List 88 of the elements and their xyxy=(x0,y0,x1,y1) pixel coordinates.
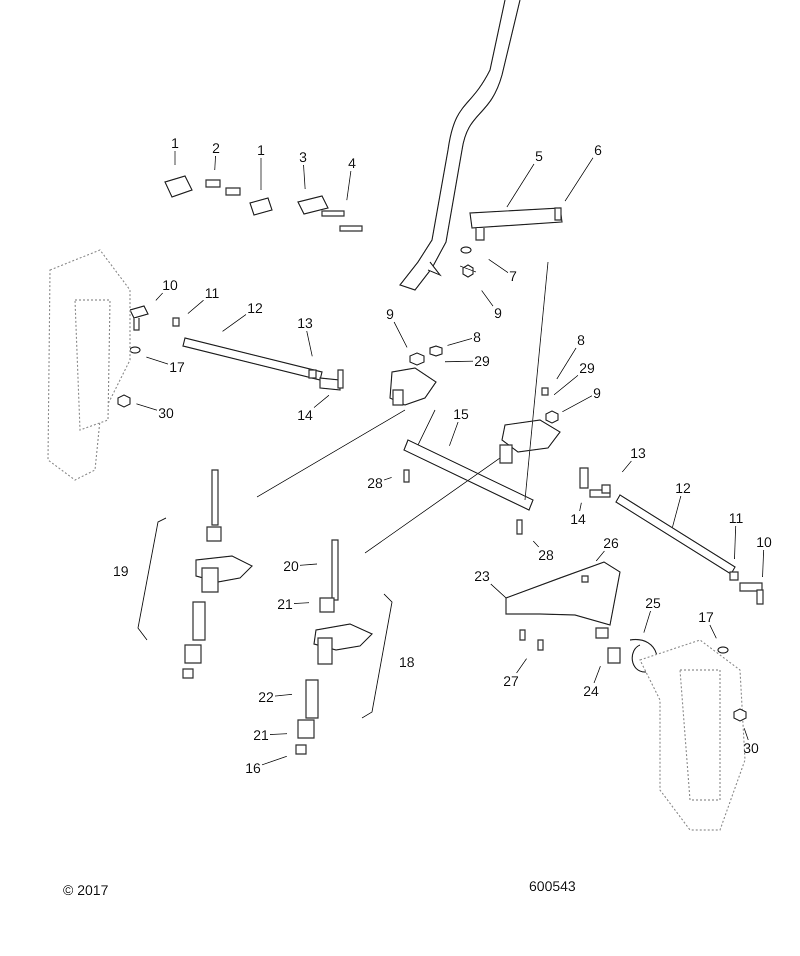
callout-number: 1 xyxy=(170,135,180,151)
leader-line xyxy=(294,602,310,604)
callout-number: 2 xyxy=(211,140,221,156)
leader-line xyxy=(174,150,176,166)
callout-number: 26 xyxy=(602,535,620,551)
leader-line xyxy=(214,156,216,170)
callout-number: 29 xyxy=(578,360,596,376)
callout-number: 24 xyxy=(582,683,600,699)
callout-number: 3 xyxy=(298,149,308,165)
callout-number: 17 xyxy=(697,609,715,625)
callout-number: 9 xyxy=(592,385,602,401)
diagram-number: 600543 xyxy=(529,878,576,894)
callout-number: 11 xyxy=(728,510,744,526)
leader-line xyxy=(564,157,594,202)
callout-number: 30 xyxy=(157,405,175,421)
leader-line xyxy=(579,502,582,512)
callout-number: 27 xyxy=(502,673,520,689)
callout-number: 12 xyxy=(674,480,692,496)
leader-line xyxy=(270,733,288,735)
leader-line xyxy=(187,300,204,314)
leader-line xyxy=(303,164,306,190)
callout-number: 20 xyxy=(282,558,300,574)
leader-line xyxy=(155,292,164,301)
leader-line xyxy=(146,356,168,365)
callout-number: 13 xyxy=(296,315,314,331)
leader-line xyxy=(449,422,459,446)
copyright-note: © 2017 xyxy=(63,882,108,898)
callout-number: 8 xyxy=(576,332,586,348)
leader-line xyxy=(444,360,474,362)
leader-line xyxy=(481,290,494,307)
callout-number: 9 xyxy=(385,306,395,322)
leader-line xyxy=(762,550,764,578)
leader-line xyxy=(556,348,576,380)
callout-number: 14 xyxy=(296,407,314,423)
leader-line xyxy=(562,395,592,412)
leader-line xyxy=(532,540,540,548)
leader-line xyxy=(346,170,352,201)
leader-line xyxy=(488,258,508,274)
callout-number: 1 xyxy=(256,142,266,158)
leader-line xyxy=(506,164,534,208)
leader-line xyxy=(490,584,507,599)
callout-number: 4 xyxy=(347,155,357,171)
callout-number: 25 xyxy=(644,595,662,611)
leader-line xyxy=(734,526,736,560)
leader-line xyxy=(554,374,578,396)
callout-number: 9 xyxy=(493,305,503,321)
leader-line xyxy=(260,158,262,190)
callout-number: 30 xyxy=(742,740,760,756)
callout-number: 21 xyxy=(276,596,294,612)
leader-line xyxy=(596,550,605,562)
callout-number: 22 xyxy=(257,689,275,705)
callout-number: 5 xyxy=(534,148,544,164)
callout-number: 29 xyxy=(473,353,491,369)
leader-line xyxy=(672,496,682,528)
callout-number: 6 xyxy=(593,142,603,158)
callout-number: 18 xyxy=(399,654,415,670)
callout-number: 17 xyxy=(168,359,186,375)
callout-number: 16 xyxy=(244,760,262,776)
callout-number: 7 xyxy=(508,268,518,284)
leader-line xyxy=(643,610,651,634)
callout-number: 19 xyxy=(113,563,129,579)
leader-line xyxy=(274,694,293,697)
callout-number: 28 xyxy=(366,475,384,491)
leader-line xyxy=(594,666,601,684)
callout-number: 23 xyxy=(473,568,491,584)
leader-line xyxy=(384,477,392,480)
callout-number: 15 xyxy=(452,406,470,422)
callout-number: 12 xyxy=(246,300,264,316)
leader-line xyxy=(262,756,288,766)
callout-number: 11 xyxy=(204,285,220,301)
leader-line xyxy=(222,314,246,332)
callout-number: 28 xyxy=(537,547,555,563)
callout-number: 10 xyxy=(755,534,773,550)
leader-line xyxy=(622,460,632,472)
callout-number: 21 xyxy=(252,727,270,743)
leader-line xyxy=(394,322,408,348)
leader-line xyxy=(136,403,158,411)
leader-line xyxy=(447,338,472,346)
leader-line xyxy=(306,330,313,357)
callout-number: 10 xyxy=(161,277,179,293)
leader-line xyxy=(300,564,318,566)
callout-number: 14 xyxy=(569,511,587,527)
leader-line xyxy=(516,658,528,674)
leader-line xyxy=(314,394,330,408)
callout-number: 13 xyxy=(629,445,647,461)
callout-number: 8 xyxy=(472,329,482,345)
leader-line xyxy=(709,624,717,639)
leader-line xyxy=(744,728,749,740)
